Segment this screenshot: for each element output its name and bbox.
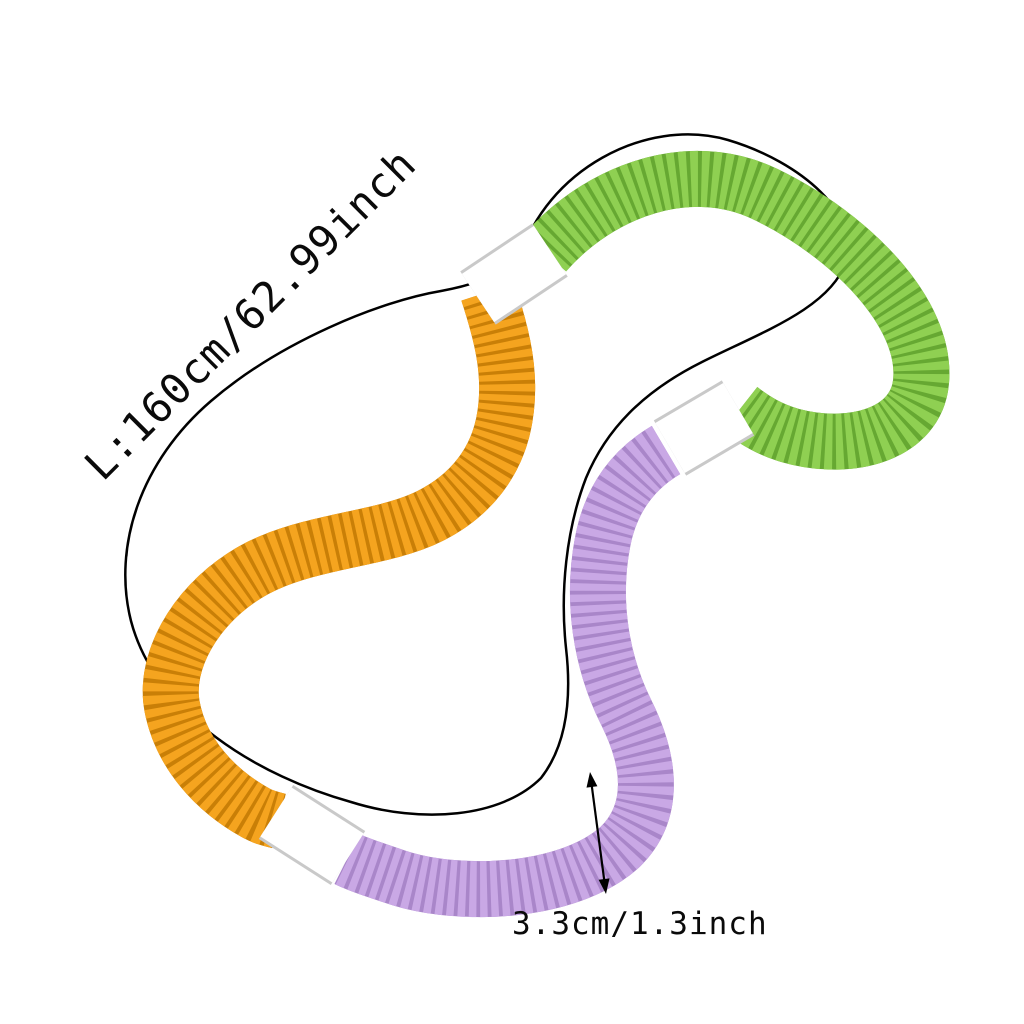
connector-right [655,383,753,473]
diameter-arrowhead-top [586,772,598,788]
hoop-segment-orange-coils [142,283,536,849]
hoop-segment-purple-coils [334,425,681,918]
connector-top [461,225,567,323]
connector-bottom [260,787,364,883]
diameter-arrowhead-bottom [598,878,610,894]
diameter-arrow-line [589,779,607,887]
hoop-segment-green-coils [523,150,950,470]
diameter-dimension-label: 3.3cm/1.3inch [512,906,768,942]
